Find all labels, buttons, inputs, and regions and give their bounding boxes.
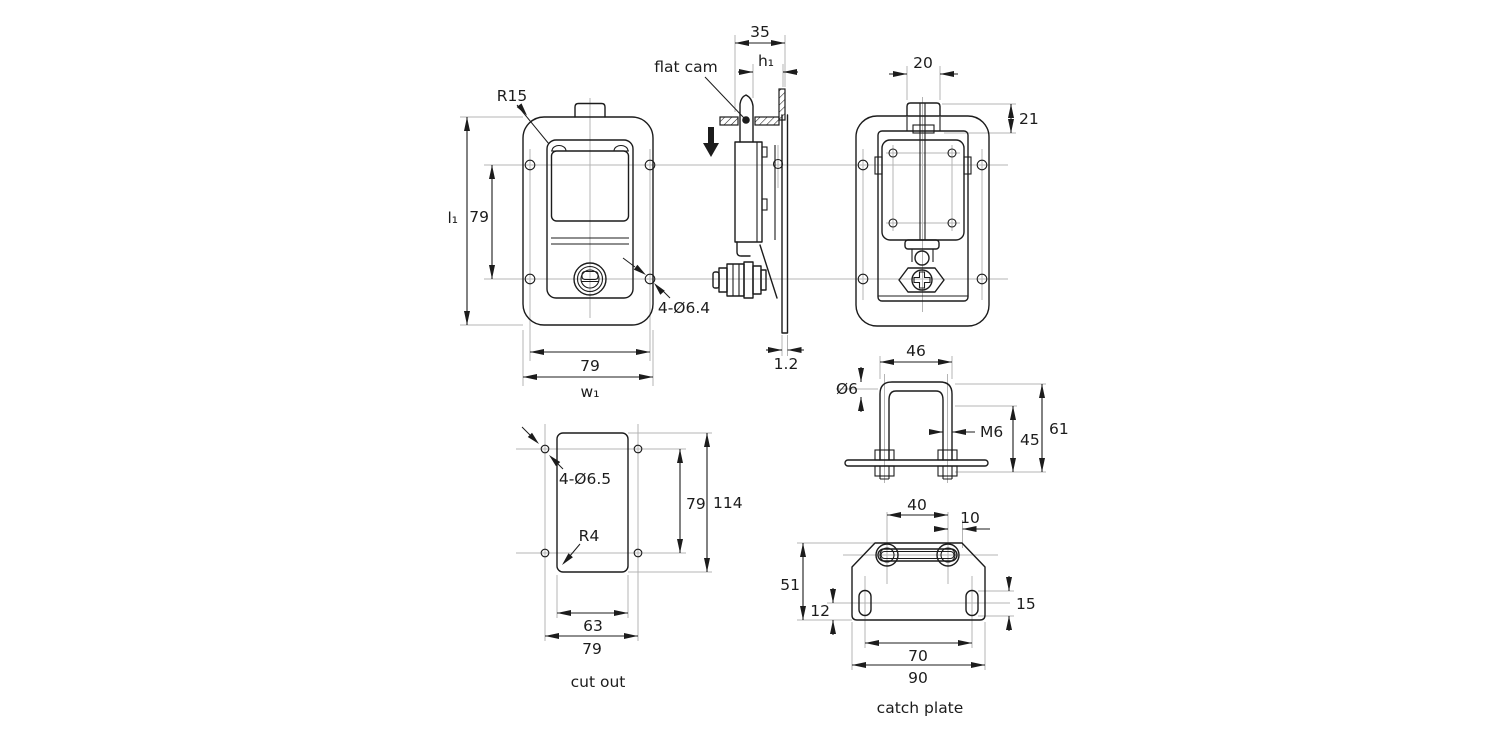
rod-grommets (875, 543, 960, 567)
dim-40: 40 (907, 496, 927, 514)
lock-cylinder-side (712, 261, 767, 299)
clamp-plate (844, 459, 989, 467)
leader-dot (742, 116, 750, 124)
dim-51: 51 (780, 576, 800, 594)
latch-pan-rear (855, 115, 990, 327)
panel-plate-edge (781, 114, 789, 334)
u-bolt-view: 46 Ø6 M6 45 61 (836, 342, 1069, 480)
dim-79-vertical: 79 (469, 208, 489, 226)
dim-79-cutout-h: 79 (582, 640, 602, 658)
leg-ends (879, 476, 953, 480)
dim-l1: l₁ (447, 209, 458, 227)
lock-screw (911, 269, 933, 291)
latch-body-side (734, 141, 763, 243)
top-tab-front (574, 102, 606, 118)
front-view: l₁ 79 79 w₁ R15 4-Ø6.4 (447, 87, 710, 401)
dim-70: 70 (908, 647, 928, 665)
cam-hole (914, 250, 930, 266)
catch-plate-outline (851, 542, 986, 621)
dim-45: 45 (1020, 431, 1040, 449)
side-view: 35 h₁ 1.2 flat cam (654, 23, 804, 373)
dim-21: 21 (1019, 110, 1039, 128)
cutout-view: 4-Ø6.5 R4 79 114 63 79 cut out (521, 426, 743, 691)
dim-20: 20 (913, 54, 933, 72)
dim-15: 15 (1016, 595, 1036, 613)
mounting-slots (858, 589, 979, 617)
recess-outline (546, 139, 634, 299)
dim-35: 35 (750, 23, 770, 41)
dim-79-horizontal: 79 (580, 357, 600, 375)
dim-hole-callout-front: 4-Ø6.4 (658, 299, 710, 317)
u-bolt-outer (879, 381, 953, 461)
dim-63: 63 (583, 617, 603, 635)
dim-r4: R4 (579, 527, 600, 545)
dim-m6: M6 (980, 423, 1003, 441)
bracket-support (759, 244, 778, 299)
dim-12: 12 (810, 602, 830, 620)
paddle-springs (551, 144, 629, 152)
top-tab-rear (906, 102, 941, 117)
dim-w1: w₁ (581, 383, 600, 401)
flat-cam-hook (739, 94, 754, 143)
dim-79-cutout-v: 79 (686, 495, 706, 513)
dim-1-2: 1.2 (774, 355, 799, 373)
catch-rod (877, 548, 958, 562)
paddle-handle (550, 150, 630, 222)
lock-cylinder-front (573, 262, 607, 296)
dim-10: 10 (960, 509, 980, 527)
dim-rod-dia: Ø6 (836, 380, 858, 398)
rivet-hole-side (772, 158, 784, 170)
lock-nut (898, 267, 945, 293)
cutout-outline (556, 432, 629, 573)
dim-46: 46 (906, 342, 926, 360)
bracket-foot (736, 241, 751, 257)
rear-view: 20 21 (855, 54, 1039, 327)
motion-arrow (703, 127, 719, 157)
catch-plate-caption: catch plate (877, 699, 964, 717)
catch-plate-view: 40 10 51 12 15 70 90 catch plate (780, 496, 1035, 717)
mounting-holes-rear (857, 159, 988, 285)
dim-r15: R15 (497, 87, 528, 105)
latch-pan-outline (522, 116, 654, 326)
panel-section-left (719, 116, 739, 126)
cutout-caption: cut out (571, 673, 626, 691)
mounting-holes-front (524, 159, 656, 285)
flat-cam-callout: flat cam (654, 58, 717, 76)
bolt-shaft (919, 103, 926, 240)
dim-90: 90 (908, 669, 928, 687)
dim-hole-callout-cutout: 4-Ø6.5 (559, 470, 611, 488)
u-bolt-inner (888, 390, 944, 461)
recess-rear (877, 130, 969, 302)
panel-section-right (754, 116, 780, 126)
phillips-cross (913, 271, 931, 289)
cutout-holes (540, 444, 643, 558)
dim-h1: h₁ (758, 52, 774, 70)
dim-114: 114 (713, 494, 743, 512)
cam-pivot-guide (904, 239, 940, 250)
nuts (874, 449, 958, 477)
spring-plate-holes (888, 148, 957, 228)
dim-61: 61 (1049, 420, 1069, 438)
